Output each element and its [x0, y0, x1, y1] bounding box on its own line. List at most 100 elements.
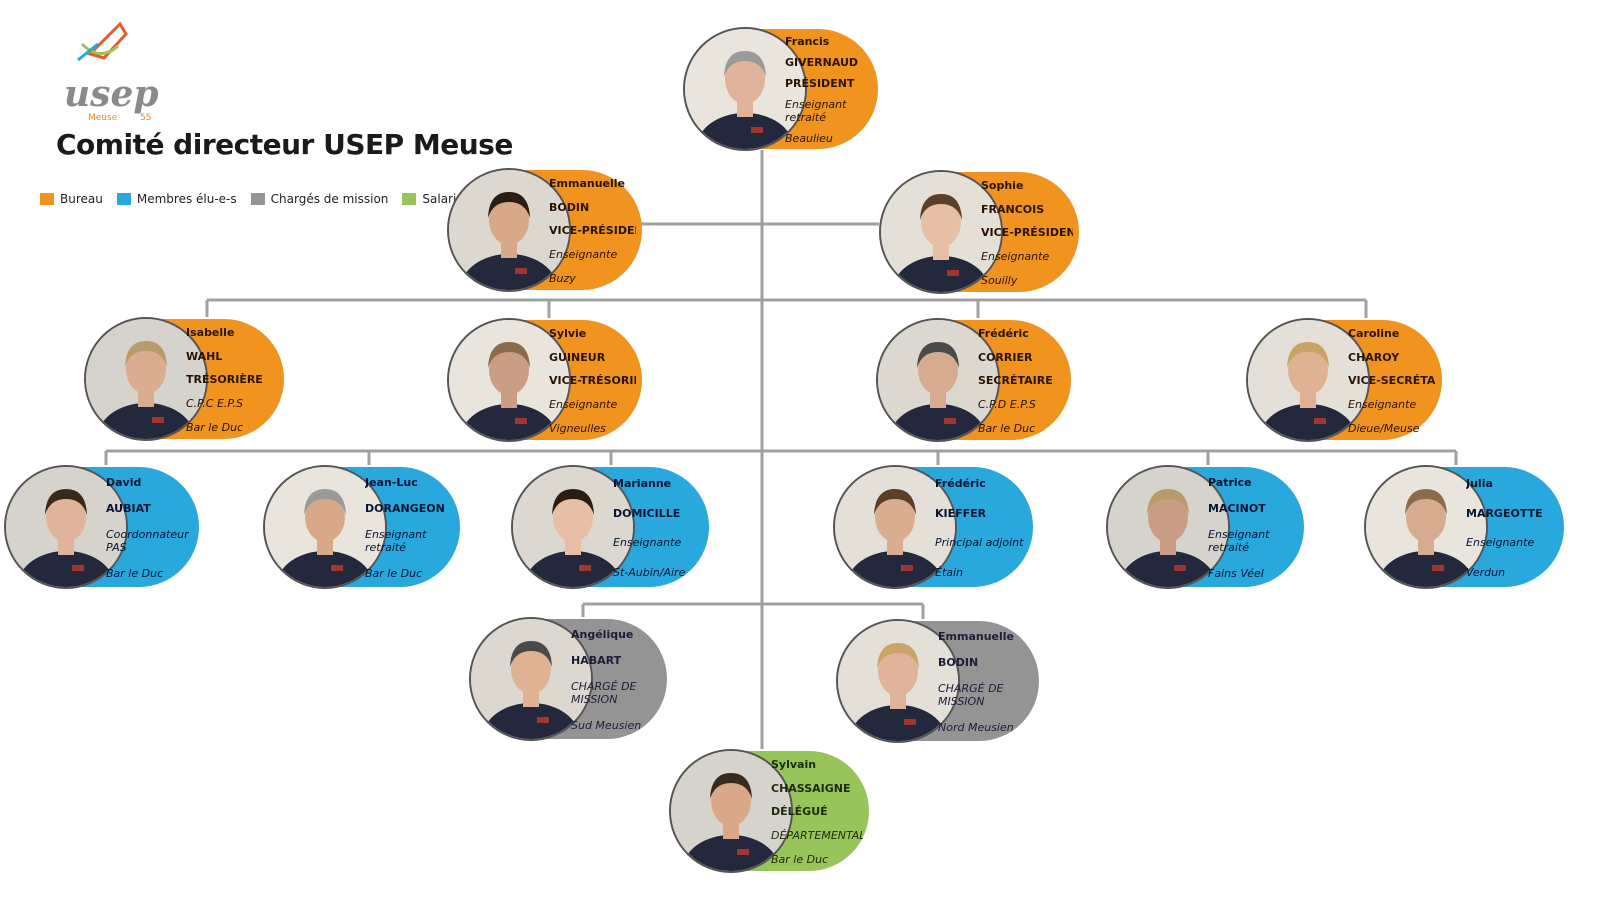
member-lastname: MARGEOTTE [1466, 506, 1543, 520]
member-job: CHARGÉ DE MISSION [571, 680, 637, 707]
member-location: Vigneulles [549, 421, 606, 435]
member-job: Enseignante [549, 398, 618, 412]
member-photo [1106, 465, 1230, 589]
legend: Bureau Membres élu-e-s Chargés de missio… [40, 192, 464, 206]
member-card: SylvieGUINEURVICE-TRÉSORIÈREEnseignanteV… [447, 318, 642, 442]
member-job: Enseignant retraité [1208, 528, 1270, 555]
member-location: Nord Meusien [938, 721, 1014, 735]
member-photo [263, 465, 387, 589]
member-role: DÉLÉGUÉ [771, 805, 828, 819]
member-firstname: Marianne [613, 477, 672, 491]
member-job: Enseignante [981, 250, 1050, 264]
member-location: Étain [935, 565, 964, 579]
legend-label: Chargés de mission [270, 192, 389, 206]
svg-text:Meuse: Meuse [88, 113, 118, 123]
legend-swatch [402, 193, 417, 205]
member-firstname: Sylvain [771, 758, 817, 772]
member-photo [511, 465, 635, 589]
legend-label: Membres élu-e-s [136, 192, 237, 206]
member-info: CarolineCHAROYVICE-SECRÉTAIREEnseignante… [1348, 322, 1436, 440]
member-firstname: Sophie [981, 179, 1024, 193]
member-firstname: David [106, 475, 142, 489]
member-lastname: AUBIAT [106, 501, 151, 515]
member-role: PRÉSIDENT [785, 77, 855, 90]
member-photo [4, 465, 128, 589]
member-firstname: Frédéric [935, 477, 986, 491]
member-role: VICE-TRÉSORIÈRE [549, 374, 636, 388]
member-photo [879, 170, 1003, 294]
member-lastname: FRANCOIS [981, 202, 1045, 216]
member-job: CHARGÉ DE MISSION [938, 682, 1004, 709]
page-title: Comité directeur USEP Meuse [56, 128, 513, 161]
member-lastname: GIVERNAUD [785, 56, 859, 69]
member-firstname: Francis [785, 35, 830, 48]
member-job: Enseignante [1466, 536, 1535, 550]
member-location: Bar le Duc [186, 420, 244, 434]
legend-swatch [40, 193, 54, 205]
member-job: C.P.D E.P.S [978, 398, 1036, 412]
member-lastname: WAHL [186, 349, 223, 363]
member-photo [1246, 318, 1370, 442]
member-location: Sud Meusien [571, 719, 642, 733]
member-photo [447, 318, 571, 442]
member-role: SECRÉTAIRE [978, 374, 1053, 388]
member-lastname: HABART [571, 653, 622, 667]
member-photo [683, 27, 807, 151]
member-role: VICE-SECRÉTAIRE [1348, 374, 1436, 388]
legend-label: Bureau [60, 192, 103, 206]
member-firstname: Sylvie [549, 327, 587, 341]
member-photo [876, 318, 1000, 442]
legend-item-bureau: Bureau [40, 192, 103, 206]
member-firstname: Jean-Luc [365, 475, 418, 489]
member-location: St-Aubin/Aire [613, 565, 686, 579]
member-location: Verdun [1466, 565, 1506, 579]
member-firstname: Julia [1466, 477, 1493, 491]
member-photo [84, 317, 208, 441]
member-info: EmmanuelleBODINVICE-PRÉSIDENTEEnseignant… [549, 172, 636, 290]
member-location: Bar le Duc [106, 567, 164, 581]
member-lastname: MACINOT [1208, 501, 1266, 515]
member-location: Bar le Duc [771, 852, 829, 866]
legend-item-membres: Membres élu-e-s [116, 192, 237, 206]
member-location: Bar le Duc [978, 421, 1036, 435]
member-photo [1364, 465, 1488, 589]
member-info: SylvieGUINEURVICE-TRÉSORIÈREEnseignanteV… [549, 322, 636, 440]
member-card: CarolineCHAROYVICE-SECRÉTAIREEnseignante… [1246, 318, 1442, 442]
member-job: Coordonnateur PAS [106, 528, 189, 555]
member-photo [836, 619, 960, 743]
member-lastname: CHAROY [1348, 350, 1400, 364]
member-firstname: Isabelle [186, 326, 235, 340]
member-photo [669, 749, 793, 873]
member-job: Principal adjoint [935, 536, 1024, 550]
svg-text:usep: usep [64, 73, 159, 115]
member-lastname: BODIN [938, 655, 979, 669]
member-firstname: Frédéric [978, 327, 1029, 341]
member-location: Fains Véel [1208, 567, 1264, 581]
legend-item-charges: Chargés de mission [250, 192, 389, 206]
member-job: Enseignant retraité [785, 98, 847, 124]
member-lastname: BODIN [549, 200, 590, 214]
member-job: Enseignante [549, 248, 618, 262]
